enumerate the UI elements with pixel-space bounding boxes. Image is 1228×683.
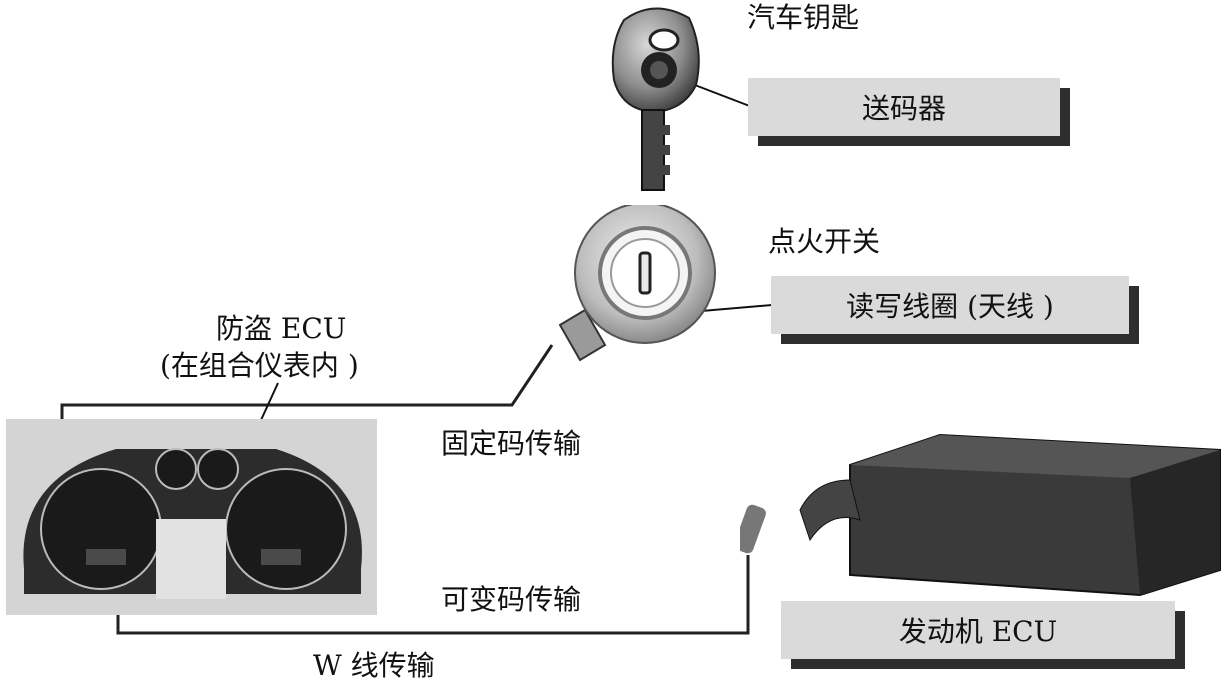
ignition-switch-label: 点火开关 (768, 228, 880, 256)
car-key-label: 汽车钥匙 (747, 4, 859, 32)
transponder-box: 送码器 (748, 78, 1060, 136)
instrument-cluster-photo (6, 419, 377, 615)
engine-ecu-label: 发动机 ECU (899, 610, 1057, 650)
w-line-transfer-label: W 线传输 (313, 652, 435, 680)
variable-code-transfer-label: 可变码传输 (441, 586, 581, 614)
transponder-label: 送码器 (862, 87, 946, 127)
read-write-coil-box: 读写线圈 (天线 ) (771, 276, 1129, 334)
instrument-cluster-icon (6, 419, 377, 615)
engine-ecu-icon (740, 400, 1228, 600)
ignition-switch-icon (545, 205, 725, 365)
car-key-icon (604, 0, 714, 200)
read-write-coil-label: 读写线圈 (天线 ) (846, 285, 1054, 325)
engine-ecu-box: 发动机 ECU (781, 601, 1175, 659)
fixed-code-transfer-label: 固定码传输 (441, 430, 581, 458)
immobilizer-ecu-location-label: (在组合仪表内 ) (160, 352, 359, 380)
immobilizer-ecu-label: 防盗 ECU (216, 315, 346, 343)
